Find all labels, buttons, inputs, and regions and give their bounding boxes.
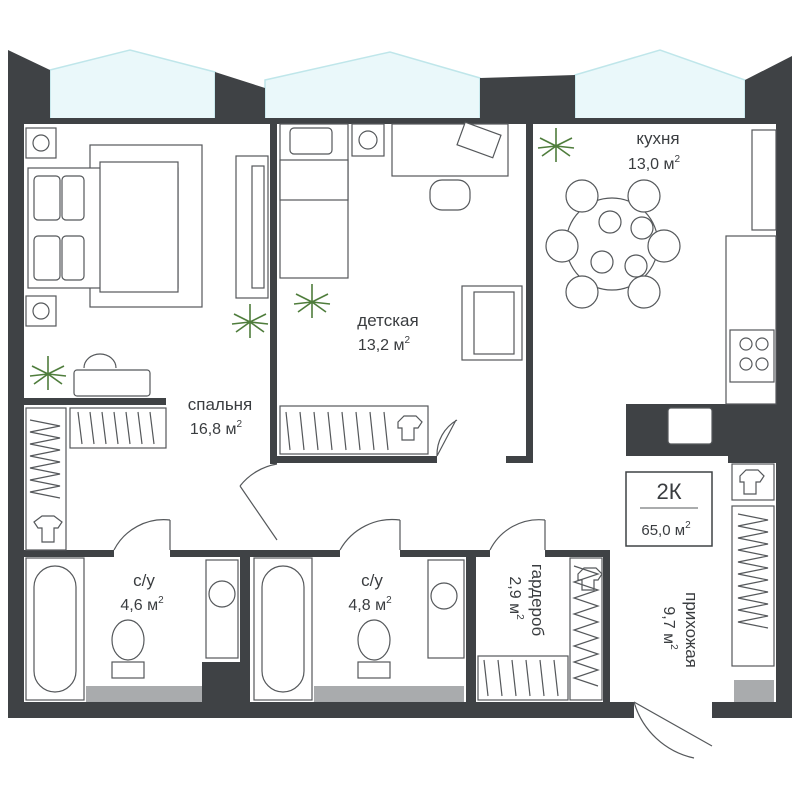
area-unit-sup: 2 [514,614,525,620]
room-label-kitchen: кухня 13,0 м2 [628,129,681,173]
svg-text:9,7 м2: 9,7 м2 [660,606,679,650]
svg-text:4,6 м2: 4,6 м2 [120,595,164,614]
room-area: 16,8 м [190,421,237,438]
room-area: 13,2 м [358,337,405,354]
room-name: спальня [188,395,253,414]
outer-walls [8,50,792,718]
area-unit-sup: 2 [237,419,243,430]
bath1-furniture [25,557,239,702]
room-label-bath2: с/у 4,8 м2 [348,571,392,614]
room-area: 4,8 м [348,597,386,614]
room-count: 2К [656,479,681,504]
area-unit-sup: 2 [158,595,164,606]
room-area: 2,9 м [506,576,523,614]
area-unit-sup: 2 [668,644,679,650]
room-label-kids: детская 13,2 м2 [357,311,418,354]
svg-text:13,2 м2: 13,2 м2 [358,335,411,354]
room-label-wardrobe: гардероб 2,9 м2 [506,564,547,637]
wardrobe-furniture [477,557,603,701]
area-unit-sup: 2 [386,595,392,606]
plants [29,128,575,390]
doors [113,463,546,551]
svg-text:13,0 м2: 13,0 м2 [628,154,681,173]
svg-text:16,8 м2: 16,8 м2 [190,419,243,438]
area-unit-sup: 2 [685,520,691,531]
room-label-bath1: с/у 4,6 м2 [120,571,164,614]
room-name: детская [357,311,418,330]
kids-furniture [279,121,523,457]
svg-text:4,8 м2: 4,8 м2 [348,595,392,614]
area-unit-sup: 2 [405,335,411,346]
bath2-furniture [253,557,465,702]
plant-icon [537,128,575,162]
plant-icon [293,284,331,318]
kitchen-furniture [545,129,777,445]
room-label-hall: прихожая 9,7 м2 [660,592,701,668]
room-name: гардероб [528,564,547,637]
room-name: прихожая [682,592,701,668]
bedroom-furniture [25,127,269,551]
room-area: 13,0 м [628,156,675,173]
svg-text:65,0 м2: 65,0 м2 [641,520,691,539]
area-unit-sup: 2 [675,154,681,165]
apartment-type-badge: 2К 65,0 м2 [625,471,713,547]
room-area: 4,6 м [120,597,158,614]
total-area: 65,0 м [641,522,685,539]
windows [49,49,746,121]
room-area: 9,7 м [660,606,677,644]
plant-icon [231,304,269,338]
room-name: с/у [361,571,383,590]
plant-icon [29,356,67,390]
room-name: с/у [133,571,155,590]
svg-text:2,9 м2: 2,9 м2 [506,576,525,620]
room-label-bedroom: спальня 16,8 м2 [188,395,253,438]
hall-furniture [633,463,775,759]
room-name: кухня [636,129,679,148]
